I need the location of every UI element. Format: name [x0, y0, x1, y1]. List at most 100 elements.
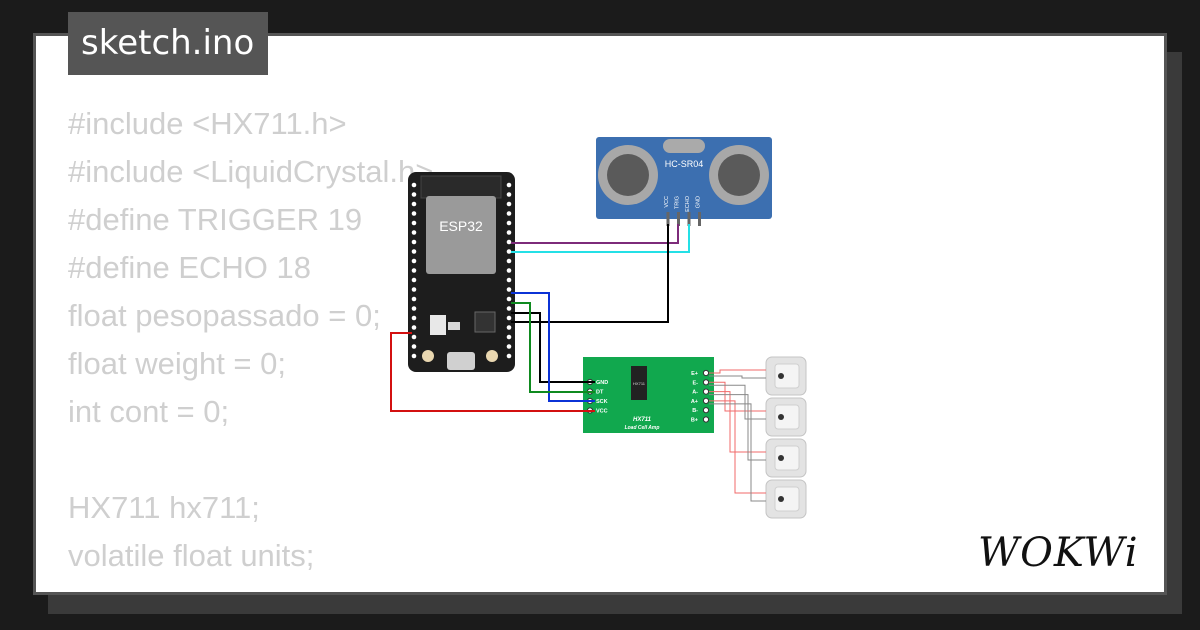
- hx711-subtitle: Load Cell Amp: [625, 425, 660, 431]
- hx711-pin-label: A+: [691, 399, 698, 405]
- hx711-pin-label: VCC: [596, 409, 608, 415]
- esp32-pin: [411, 192, 417, 197]
- hx711-pin: [702, 416, 710, 423]
- esp32-pin: [506, 277, 512, 283]
- esp32-pin: [411, 353, 417, 359]
- esp32-pin: [411, 239, 417, 245]
- esp32-pin: [506, 353, 512, 359]
- code-line: float pesopassado = 0;: [68, 298, 381, 333]
- trigger-wire: [511, 224, 679, 244]
- code-line: volatile float units;: [68, 538, 315, 573]
- file-tab[interactable]: sketch.ino: [68, 12, 269, 75]
- esp32-pin: [506, 334, 512, 340]
- load-cell-wire: [709, 400, 766, 494]
- code-line: #define ECHO 18: [68, 250, 311, 285]
- hx711-pin-label: B+: [691, 418, 698, 424]
- load-cell-wire: [709, 384, 766, 420]
- esp32-pin: [506, 239, 512, 245]
- hx711-pin: [702, 369, 710, 377]
- dt-wire: [511, 292, 595, 402]
- load-cell-wire: [709, 381, 766, 412]
- esp32-module: [426, 196, 496, 274]
- esp32-pins-right: [506, 182, 512, 359]
- esp32-pin: [411, 325, 417, 330]
- esp32-pin: [411, 201, 417, 207]
- gnd-wire-hx711: [511, 312, 595, 383]
- echo-wire: [511, 224, 690, 253]
- esp32-pin: [506, 249, 512, 254]
- load-cells[interactable]: [765, 356, 807, 519]
- hx711-pin: [702, 379, 710, 386]
- wokwi-logo: WOKWi: [978, 530, 1139, 576]
- hx711-pin-label: DT: [596, 390, 604, 396]
- esp32-board[interactable]: ESP32: [408, 172, 515, 372]
- code-line: #define TRIGGER 19: [68, 202, 363, 237]
- load-cell[interactable]: [765, 356, 807, 396]
- esp32-pin: [506, 296, 512, 302]
- wokwi-logo-text: WOKWi: [978, 530, 1139, 576]
- ultrasonic-sensor[interactable]: HC-SR04 VCC TRIG ECHO GND: [596, 137, 772, 226]
- hx711-board[interactable]: HX711 HX711 Load Cell Amp GNDDTSCKVCCE+E…: [583, 357, 714, 433]
- code-line: #include <LiquidCrystal.h>: [68, 154, 434, 189]
- load-cell-wire: [709, 369, 766, 374]
- load-cell[interactable]: [765, 438, 807, 478]
- ultrasonic-pins: VCC TRIG ECHO GND: [664, 195, 702, 226]
- ultrasonic-pin-label: TRIG: [675, 196, 681, 209]
- esp32-pin: [506, 268, 512, 273]
- ultrasonic-pin: [687, 212, 691, 226]
- esp32-pin: [411, 334, 417, 340]
- hx711-title: HX711: [633, 417, 652, 423]
- esp32-pin: [411, 296, 417, 302]
- esp32-label: ESP32: [439, 218, 483, 234]
- esp32-pin: [506, 220, 512, 226]
- vcc-wire: [390, 332, 595, 412]
- esp32-pin: [411, 315, 417, 321]
- load-cell[interactable]: [765, 479, 807, 519]
- code-line: int cont = 0;: [68, 394, 230, 429]
- esp32-pin: [411, 249, 417, 254]
- code-preview: #include <HX711.h> #include <LiquidCrysta…: [68, 100, 433, 580]
- hx711-pin-label: B-: [692, 408, 698, 414]
- esp32-pin: [411, 220, 417, 226]
- esp32-pin: [506, 211, 512, 216]
- ultrasonic-label: HC-SR04: [665, 159, 704, 169]
- hx711-pin-label: SCK: [596, 399, 608, 405]
- esp32-pin: [411, 287, 417, 292]
- esp32-pin: [411, 277, 417, 283]
- hx711-pin: [702, 407, 710, 414]
- ultrasonic-pin-label: ECHO: [685, 195, 691, 212]
- preview-card: [33, 33, 1167, 595]
- esp32-pin: [411, 258, 417, 264]
- esp32-pin: [506, 315, 512, 321]
- hx711-pin-label: GND: [596, 380, 608, 386]
- load-cell-wire: [709, 394, 766, 461]
- ultrasonic-pin-label: VCC: [664, 196, 670, 208]
- load-cell[interactable]: [765, 397, 807, 437]
- esp32-pin: [506, 230, 512, 235]
- hx711-pin-label: E+: [691, 371, 698, 377]
- usb-port: [447, 352, 475, 370]
- esp32-pin: [411, 344, 417, 349]
- esp32-pin: [411, 230, 417, 235]
- esp32-pin: [411, 182, 417, 188]
- esp32-pin: [506, 325, 512, 330]
- ultrasonic-pin: [666, 212, 670, 226]
- load-cell-wires: [709, 369, 766, 502]
- esp32-pin: [506, 258, 512, 264]
- code-line: float weight = 0;: [68, 346, 286, 381]
- esp32-pin: [506, 344, 512, 349]
- ultrasonic-pin-label: GND: [696, 196, 702, 208]
- esp32-pin: [411, 211, 417, 216]
- esp32-pin: [506, 192, 512, 197]
- ultrasonic-pin: [698, 212, 701, 226]
- esp32-pin: [506, 306, 512, 311]
- code-line: #include <HX711.h>: [68, 106, 347, 141]
- code-line: HX711 hx711;: [68, 490, 260, 525]
- hx711-pin: [702, 388, 710, 395]
- esp32-pin: [506, 182, 512, 188]
- hx711-pin: [702, 397, 710, 404]
- wires: [390, 224, 766, 502]
- hx711-pin-label: A-: [692, 390, 698, 396]
- esp32-pin: [506, 201, 512, 207]
